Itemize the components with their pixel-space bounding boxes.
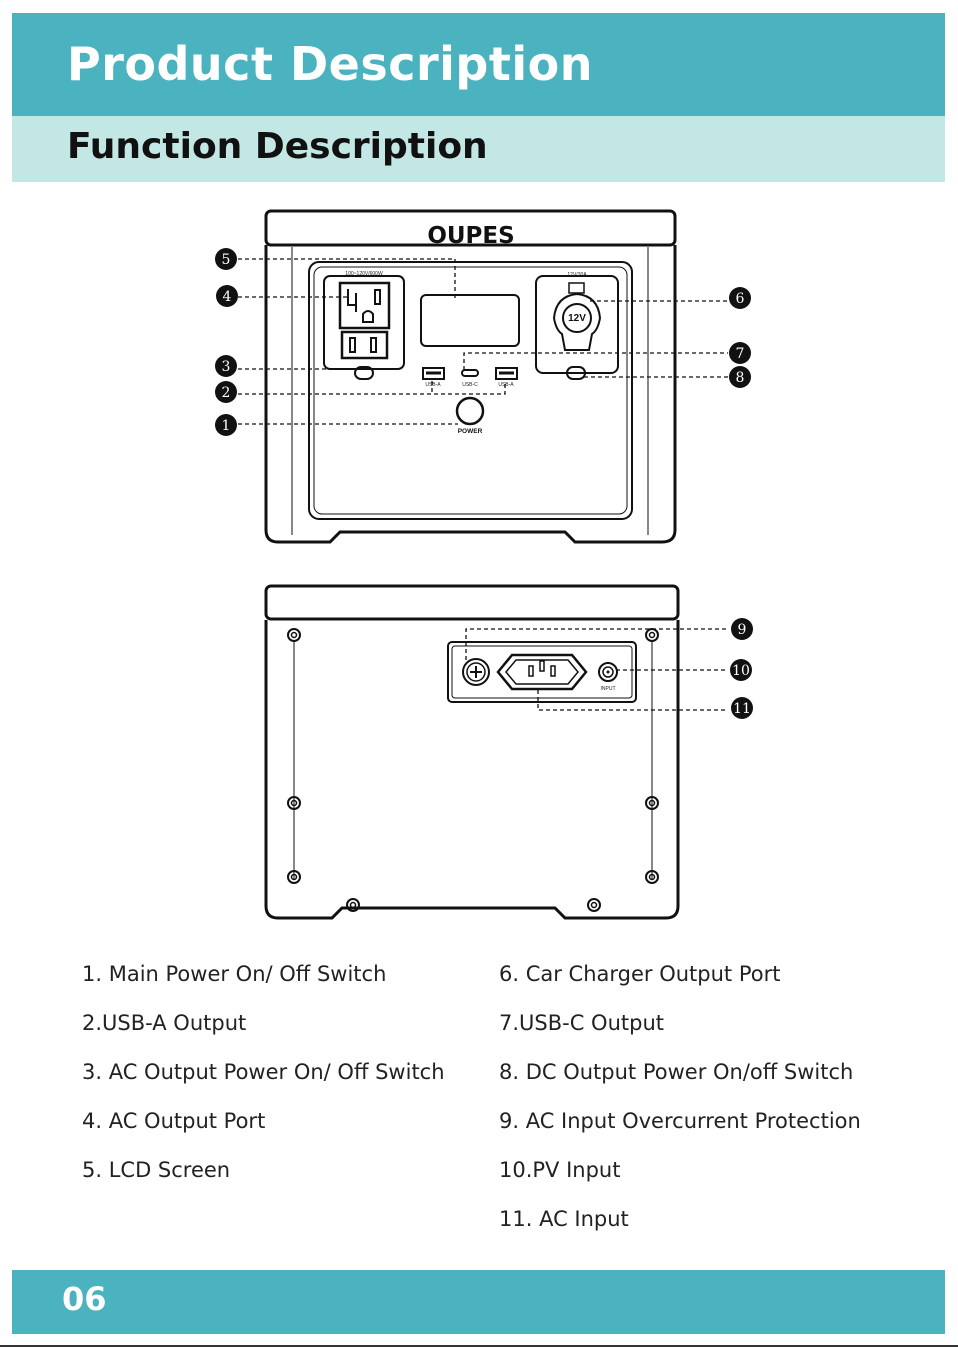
front-view: [264, 209, 677, 544]
svg-text:8: 8: [736, 370, 745, 386]
usb-a-label-left: USB-A: [425, 382, 441, 388]
page-number: 06: [62, 1280, 107, 1318]
svg-text:2: 2: [222, 385, 231, 401]
usb-a-port-left: [422, 367, 445, 380]
svg-text:10: 10: [732, 663, 750, 679]
brand-logo: OUPES: [427, 223, 514, 249]
lcd-screen: [420, 294, 520, 347]
svg-text:6: 6: [736, 291, 745, 307]
header-banner: Product Description: [12, 13, 945, 116]
back-lid: [264, 584, 680, 621]
legend-item: 3. AC Output Power On/ Off Switch: [82, 1060, 445, 1084]
legend-item: 9. AC Input Overcurrent Protection: [499, 1109, 861, 1133]
car-charger-port: [552, 292, 602, 351]
back-body: [264, 620, 680, 920]
legend-item: 2.USB-A Output: [82, 1011, 247, 1035]
dc-output-switch: [566, 366, 586, 380]
back-leader-lines: [465, 628, 728, 711]
usb-a-label-right: USB-A: [498, 382, 514, 388]
legend-item: 1. Main Power On/ Off Switch: [82, 962, 387, 986]
input-panel: [447, 641, 637, 703]
front-panel: [308, 261, 633, 520]
dc-rating-label: 12V/30A: [567, 272, 587, 278]
svg-text:4: 4: [223, 289, 232, 305]
legend-item: 4. AC Output Port: [82, 1109, 266, 1133]
input-label: INPUT: [601, 686, 616, 692]
svg-text:9: 9: [738, 622, 747, 638]
ac-input-port: [496, 653, 588, 691]
ac-output-switch: [354, 366, 374, 380]
callout-4: 4: [216, 285, 238, 307]
svg-text:1: 1: [222, 418, 231, 434]
callout-7: 7: [729, 342, 751, 364]
svg-text:5: 5: [222, 252, 231, 268]
legend-item: 10.PV Input: [499, 1158, 621, 1182]
legend-item: 5. LCD Screen: [82, 1158, 231, 1182]
svg-text:7: 7: [736, 346, 745, 362]
callout-9: 9: [731, 618, 753, 640]
dc-module: [535, 275, 619, 374]
callout-11: 11: [731, 697, 753, 719]
front-body: [264, 245, 677, 544]
callout-2: 2: [215, 381, 237, 403]
legend-item: 11. AC Input: [499, 1207, 629, 1231]
power-button: [455, 396, 485, 426]
usb-a-port-right: [495, 367, 518, 380]
back-view: [264, 584, 680, 920]
footer-banner: 06: [12, 1270, 945, 1334]
callout-10: 10: [730, 659, 752, 681]
pv-input-port: [598, 662, 618, 682]
front-leader-lines: [238, 258, 728, 425]
power-label: POWER: [458, 428, 483, 435]
ac-outlet-port: [338, 281, 391, 330]
page-title: Product Description: [67, 37, 593, 91]
usb-c-label: USB-C: [462, 382, 478, 388]
car-port-label: 12V: [568, 313, 586, 324]
legend-item: 8. DC Output Power On/off Switch: [499, 1060, 854, 1084]
svg-text:11: 11: [733, 701, 751, 717]
usb-c-port: [461, 369, 479, 377]
ac-rating-label: 100~120V/600W: [345, 271, 383, 277]
callout-5: 5: [215, 248, 237, 270]
legend-item: 7.USB-C Output: [499, 1011, 665, 1035]
ac-outlet-module: [323, 275, 405, 370]
legend-right: 6. Car Charger Output Port 7.USB-C Outpu…: [499, 960, 861, 1254]
legend-item: 6. Car Charger Output Port: [499, 962, 781, 986]
product-diagram: 100~120V/600W 12V/30A 12V USB-A USB-C US…: [215, 209, 753, 920]
callout-6: 6: [729, 287, 751, 309]
front-lid: [264, 209, 677, 247]
section-banner: Function Description: [12, 116, 945, 182]
svg-text:3: 3: [222, 359, 231, 375]
legend-left: 1. Main Power On/ Off Switch 2.USB-A Out…: [82, 960, 445, 1205]
callout-1: 1: [215, 414, 237, 436]
ac-outlet-port-2: [340, 330, 389, 360]
bottom-divider: [0, 1345, 958, 1347]
overcurrent-protector: [462, 658, 490, 686]
callout-8: 8: [729, 366, 751, 388]
callout-3: 3: [215, 355, 237, 377]
section-title: Function Description: [67, 126, 488, 167]
